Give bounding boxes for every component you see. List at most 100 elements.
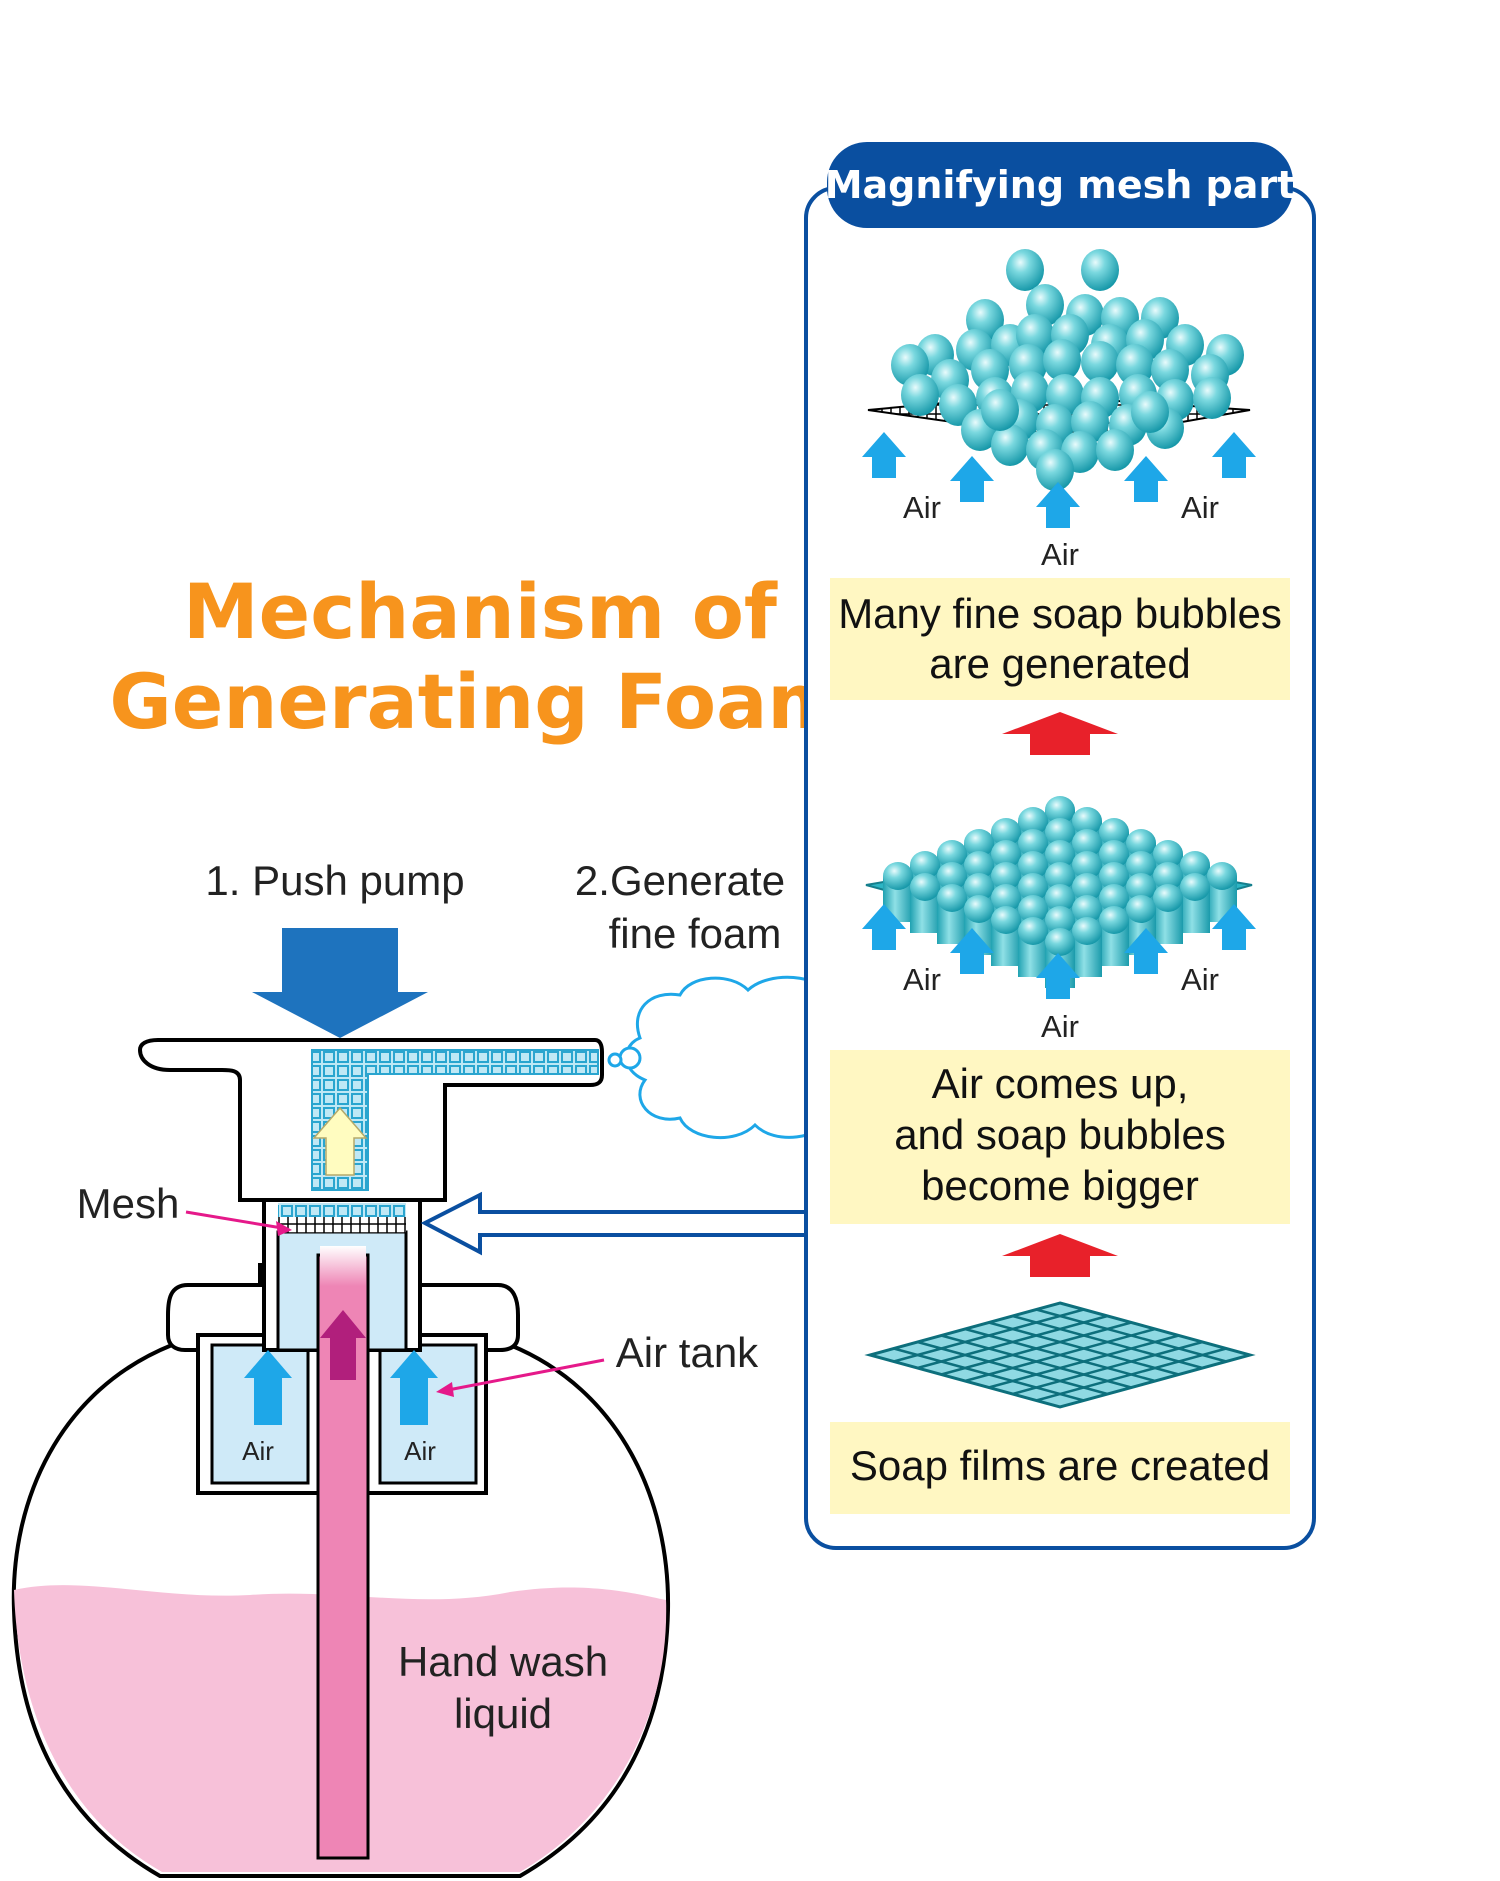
title-line-2: Generating Foam: [109, 657, 846, 746]
bubble-column-top: [1018, 917, 1048, 945]
bubble-column-top: [910, 851, 940, 879]
stage-soap-films: Soap films are created: [830, 1301, 1290, 1514]
mesh-grid: [278, 1217, 406, 1233]
foam-up-arrow: [312, 1106, 368, 1176]
bubble-column-top: [1099, 818, 1129, 846]
dip-tube-top-fade: [320, 1246, 366, 1286]
bubble-column-top: [964, 873, 994, 901]
air-label-s2-right: Air: [1181, 962, 1219, 997]
fine-bubble: [1036, 449, 1074, 491]
bubble-column-top: [1099, 862, 1129, 890]
foam-above-mesh: [278, 1203, 406, 1217]
bubble-column-top: [1099, 884, 1129, 912]
bubble-column-top: [1126, 873, 1156, 901]
air-label-s3-right: Air: [1181, 490, 1219, 525]
bubble-column-top: [1126, 829, 1156, 857]
bubble-column-top: [1153, 884, 1183, 912]
bubble-column-top: [1126, 851, 1156, 879]
bubble-column-top: [1018, 829, 1048, 857]
bubble-column-top: [991, 884, 1021, 912]
liquid-label-line-2: liquid: [454, 1690, 552, 1737]
caption-box-stage2: [830, 1050, 1290, 1224]
caption-box-stage3: [830, 578, 1290, 700]
liquid-up-arrow: [320, 1310, 366, 1380]
bubble-column-top: [991, 840, 1021, 868]
bubble-column-top: [1018, 873, 1048, 901]
bubble-column-top: [1045, 906, 1075, 934]
air-arrow-s2-1: [862, 904, 906, 950]
fine-bubble: [1081, 249, 1119, 291]
bubble-column-top: [1045, 818, 1075, 846]
bubble-column-top: [937, 862, 967, 890]
caption-stage3-line-2: are generated: [929, 640, 1191, 687]
soap-film-mesh: [864, 1301, 1256, 1409]
air-arrows-stage2: [862, 904, 1256, 999]
air-label-s2-center: Air: [1041, 1009, 1079, 1044]
bubble-column-top: [1180, 851, 1210, 879]
bubble-column-top: [1180, 873, 1210, 901]
air-arrow-s2-4: [1124, 928, 1168, 974]
bubble-column-top: [1072, 807, 1102, 835]
step-generate-label-2: fine foam: [609, 910, 782, 957]
push-down-arrow: [252, 928, 428, 1038]
bubble-column-top: [991, 818, 1021, 846]
air-arrow-s3-5: [1212, 432, 1256, 478]
bubble-column-top: [964, 829, 994, 857]
air-up-arrow-left: [244, 1350, 292, 1425]
caption-stage2-line-2: and soap bubbles: [894, 1111, 1226, 1158]
bubble-column-top: [937, 840, 967, 868]
fine-bubble: [1131, 391, 1169, 433]
air-tank-pointer: [447, 1358, 605, 1392]
fine-bubble-cluster: [891, 249, 1244, 491]
air-label-s2-left: Air: [903, 962, 941, 997]
fine-bubble: [1081, 341, 1119, 383]
bubble-column-top: [883, 862, 913, 890]
fine-bubble: [1006, 249, 1044, 291]
title-line-1: Mechanism of: [183, 567, 778, 656]
bubble-column-top: [1072, 829, 1102, 857]
step-generate-label-1: 2.Generate: [575, 857, 785, 904]
bubble-column-top: [1153, 862, 1183, 890]
soap-film-line: [1035, 1347, 1227, 1402]
air-arrow-s3-4: [1124, 456, 1168, 502]
air-label-s3-center: Air: [1041, 537, 1079, 572]
bubble-column-top: [1018, 807, 1048, 835]
air-label-left: Air: [242, 1436, 274, 1466]
step-push-pump-label: 1. Push pump: [205, 857, 464, 904]
bubble-column-top: [991, 862, 1021, 890]
bubble-column-top: [910, 873, 940, 901]
mesh-label: Mesh: [77, 1180, 180, 1227]
soap-film-line: [1012, 1314, 1203, 1370]
fine-bubble: [1043, 339, 1081, 381]
air-arrow-s3-1: [862, 432, 906, 478]
fine-bubble: [1193, 377, 1231, 419]
bubble-column-top: [1018, 851, 1048, 879]
bubble-column-top: [1072, 851, 1102, 879]
mesh-pointer: [185, 1210, 283, 1230]
stage-arrow-1-to-2: [1002, 1234, 1118, 1277]
bubble-column-top: [1099, 906, 1129, 934]
liquid-label-line-1: Hand wash: [398, 1638, 608, 1685]
bubble-column-top: [1153, 840, 1183, 868]
magnify-panel-header: [827, 142, 1293, 228]
magnify-panel-title: Magnifying mesh part: [825, 163, 1296, 207]
foam-channel: [311, 1049, 599, 1191]
fine-bubble: [981, 389, 1019, 431]
bubble-column-top: [964, 895, 994, 923]
air-up-arrow-right: [390, 1350, 438, 1425]
air-tank-pointer-head: [436, 1382, 454, 1397]
bubble-column-top: [1045, 840, 1075, 868]
fine-bubble: [901, 374, 939, 416]
bubble-column-top: [964, 851, 994, 879]
caption-box-stage1: [830, 1422, 1290, 1514]
bubble-column-top: [1207, 862, 1237, 890]
fine-bubble: [991, 424, 1029, 466]
pump-bottle: Air Air Hand wash liquid: [11, 1038, 671, 1878]
caption-stage2-line-1: Air comes up,: [932, 1060, 1189, 1107]
mesh-pointer-head: [276, 1221, 292, 1236]
air-label-s3-left: Air: [903, 490, 941, 525]
magnify-panel: Magnifying mesh part Air Air Air Many fi…: [804, 142, 1316, 1550]
magnify-link-arrow: [420, 1191, 806, 1256]
caption-stage3-line-1: Many fine soap bubbles: [838, 590, 1282, 637]
